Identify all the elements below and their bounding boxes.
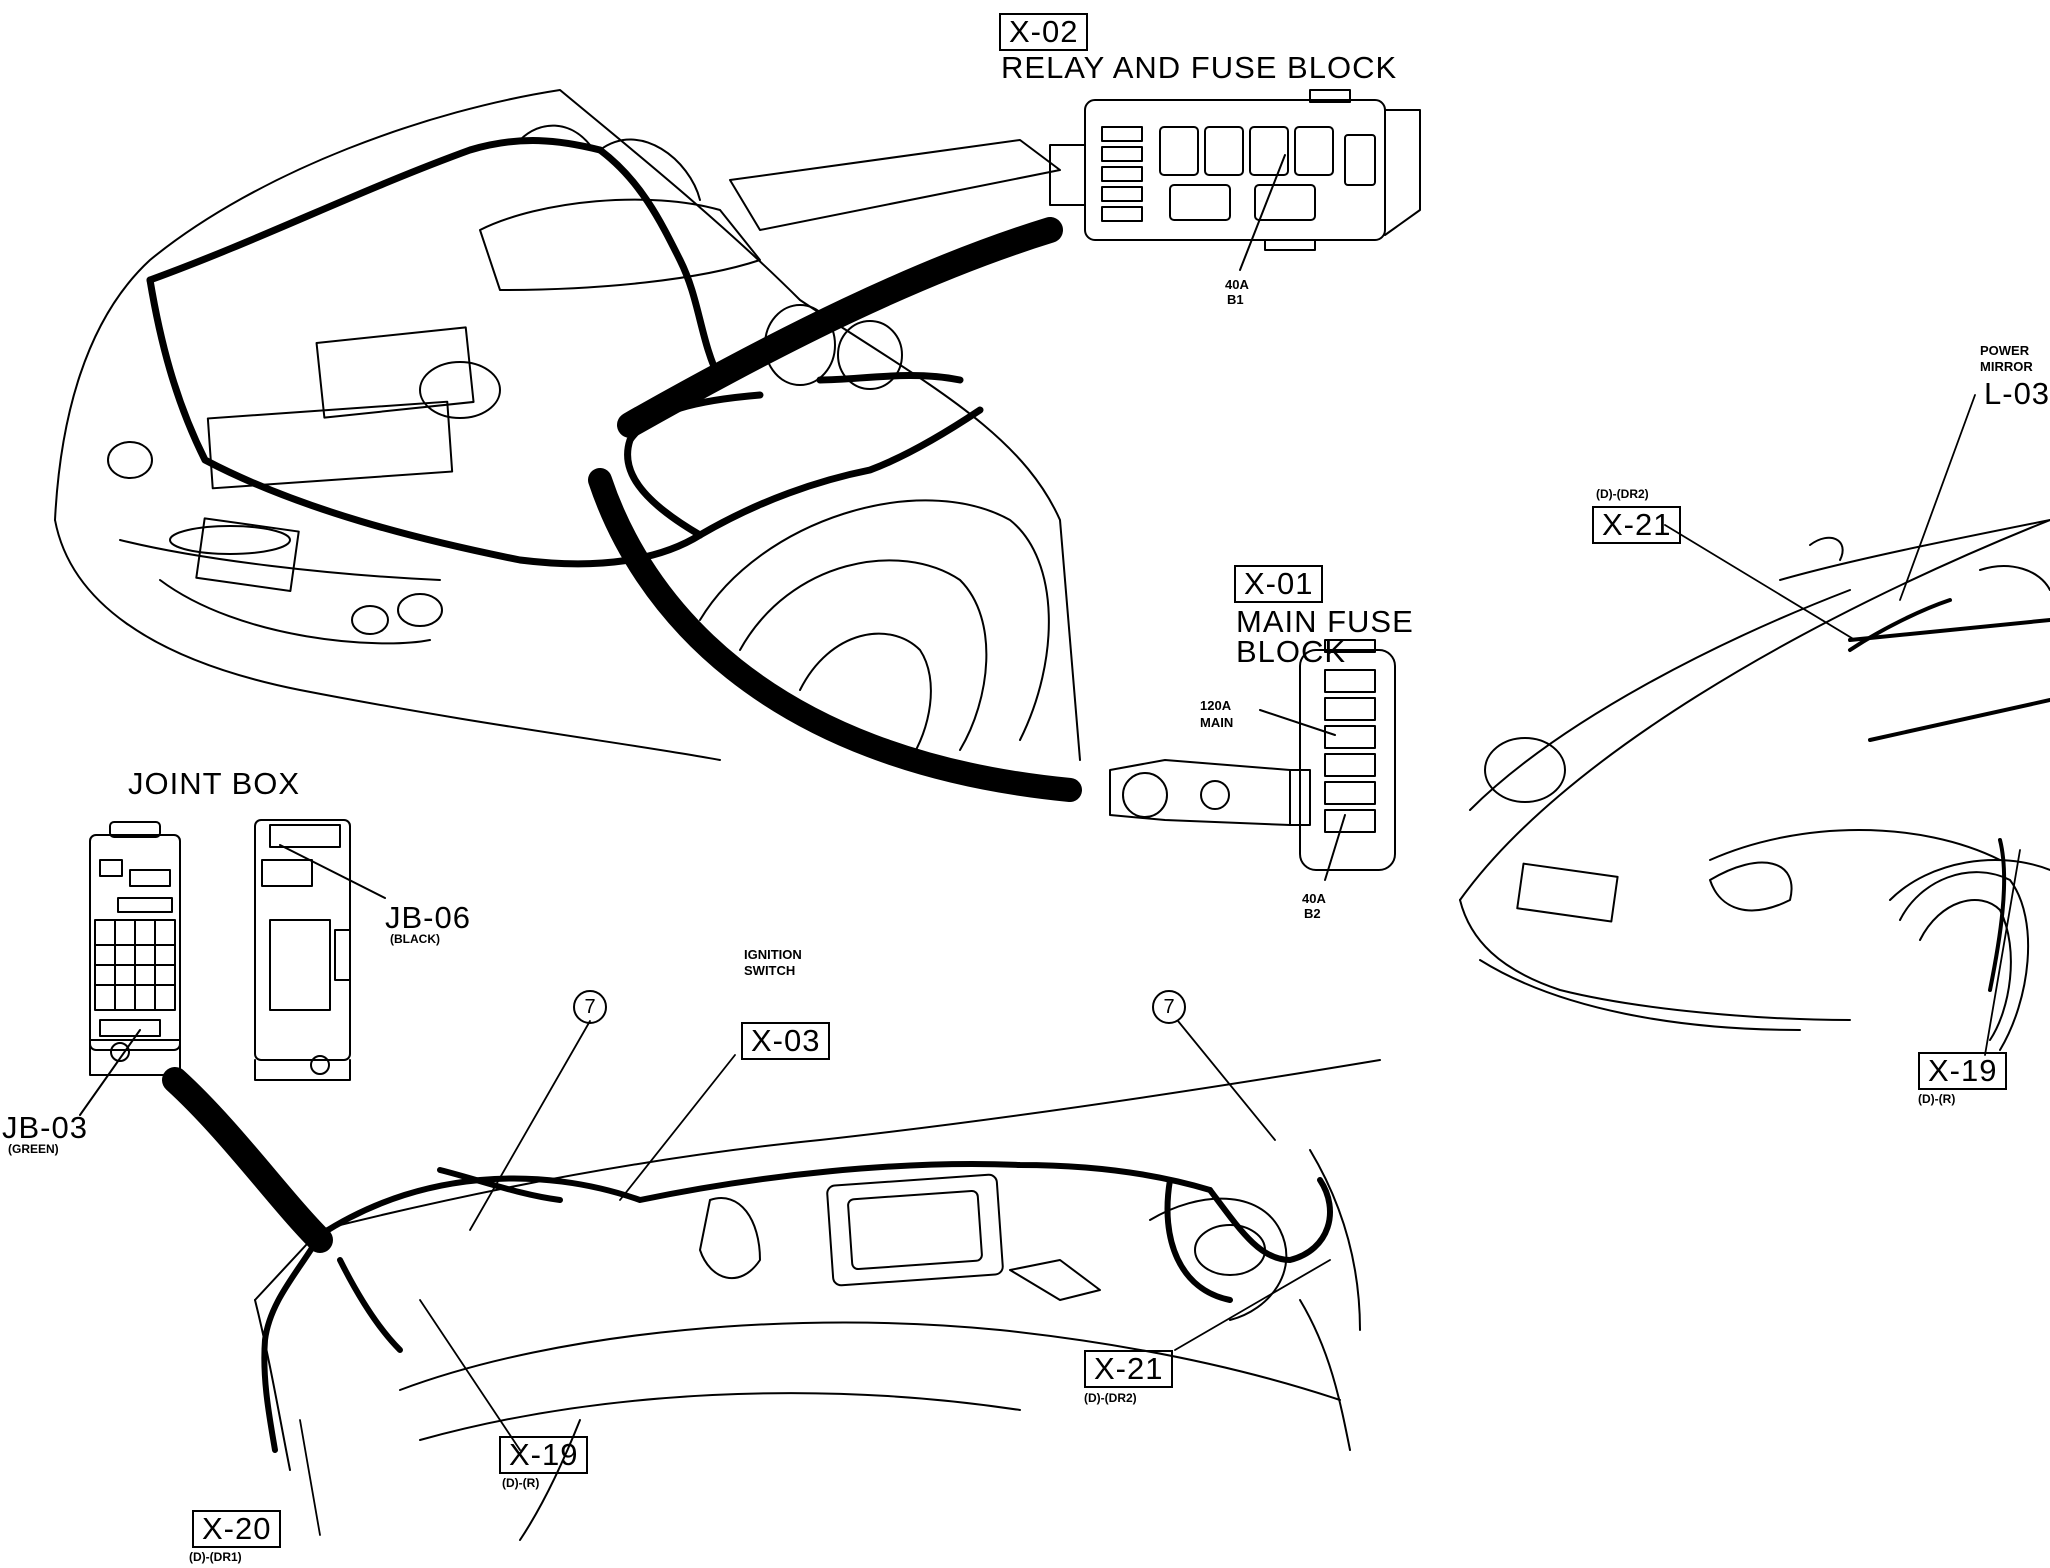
engine-harness: [146, 137, 984, 568]
x02-fuse: 40A: [1225, 277, 1249, 292]
joint-box-drawing: [79, 819, 386, 1116]
x01-fuse-pos: B2: [1304, 906, 1321, 921]
main-fuse-block-drawing: [1109, 639, 1396, 881]
x21-dash-code: X-21: [1084, 1350, 1174, 1388]
dashboard-illustration: [254, 1059, 1381, 1541]
dashboard-harness: [261, 1161, 1333, 1453]
jb03-code: JB-03: [2, 1110, 88, 1145]
x19-car-code: X-19: [1918, 1052, 2008, 1090]
x01-fuse: 40A: [1302, 891, 1326, 906]
l03-code: L-03: [1984, 376, 2050, 411]
power-mirror-line1: POWER: [1980, 343, 2030, 358]
x19-car-sub: (D)-(R): [1918, 1092, 1956, 1106]
x01-main-label: MAIN: [1200, 715, 1234, 730]
right-car-illustration: [1459, 519, 2050, 1051]
ignition-line1: IGNITION: [744, 947, 802, 962]
jb06-code: JB-06: [385, 900, 471, 935]
x20-code: X-20: [192, 1510, 282, 1548]
x21-dash-sub: (D)-(DR2): [1084, 1391, 1137, 1405]
x21-car-sub: (D)-(DR2): [1596, 487, 1649, 501]
x01-title-line1: MAIN FUSE: [1236, 604, 1414, 639]
marker-7-left: 7: [573, 990, 607, 1024]
joint-box-title: JOINT BOX: [128, 766, 301, 801]
x19-dash-code: X-19: [499, 1436, 589, 1474]
x19-dash-sub: (D)-(R): [502, 1476, 540, 1490]
relay-fuse-block-drawing: [1049, 89, 1421, 271]
x21-car-code: X-21: [1592, 506, 1682, 544]
engine-bay-illustration: [54, 89, 1081, 761]
x01-code: X-01: [1234, 565, 1324, 603]
x02-code: X-02: [999, 13, 1089, 51]
x20-sub: (D)-(DR1): [189, 1550, 242, 1564]
marker-7-right: 7: [1152, 990, 1186, 1024]
power-mirror-line2: MIRROR: [1980, 359, 2033, 374]
ignition-line2: SWITCH: [744, 963, 796, 978]
jb03-color: (GREEN): [8, 1142, 59, 1156]
x01-main-fuse: 120A: [1200, 698, 1232, 713]
jb06-color: (BLACK): [390, 932, 440, 946]
x01-title-line2: BLOCK: [1236, 634, 1347, 669]
x03-code: X-03: [741, 1022, 831, 1060]
x02-fuse-pos: B1: [1227, 292, 1244, 307]
x02-title: RELAY AND FUSE BLOCK: [1001, 50, 1398, 85]
